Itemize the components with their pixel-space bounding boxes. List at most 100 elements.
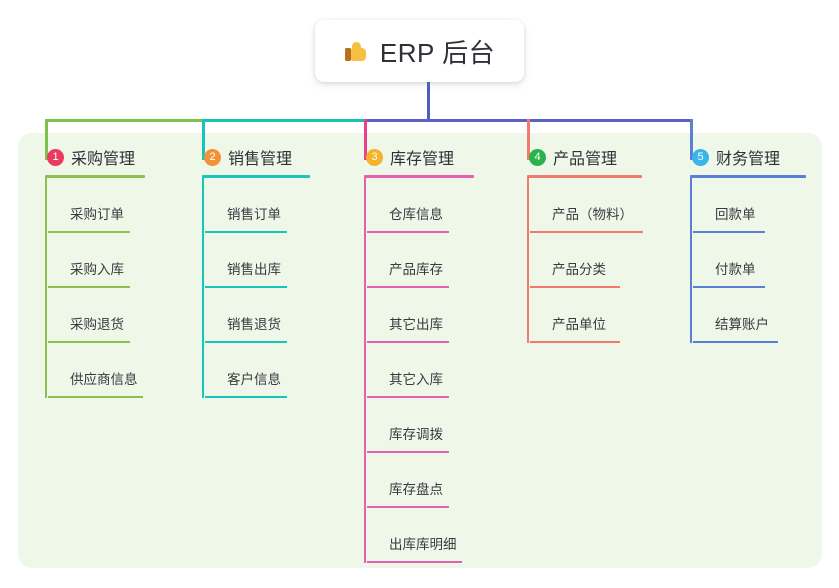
leaf-label: 销售出库: [227, 262, 281, 277]
leaf-item[interactable]: 供应商信息: [48, 343, 145, 398]
leaf-item[interactable]: 产品（物料）: [530, 178, 643, 233]
leaf-label: 其它入库: [389, 372, 443, 387]
leaf-label: 回款单: [715, 207, 756, 222]
leaf-label: 销售退货: [227, 317, 281, 332]
leaf-rule: [205, 231, 287, 233]
leaf-item[interactable]: 产品单位: [530, 288, 642, 343]
leaf-spine-3: [364, 178, 366, 563]
leaf-label: 采购订单: [70, 207, 124, 222]
branch-badge-4: 4: [529, 148, 546, 166]
leaf-item[interactable]: 销售退货: [205, 288, 310, 343]
leaf-label: 采购退货: [70, 317, 124, 332]
leaf-item[interactable]: 产品分类: [530, 233, 642, 288]
trunk-segment-teal: [202, 119, 366, 122]
branch-badge-1: 1: [47, 148, 64, 166]
leaf-label: 库存盘点: [389, 482, 443, 497]
branch-header-4[interactable]: 4 产品管理: [527, 146, 642, 168]
leaf-rule: [530, 231, 643, 233]
branch-badge-2: 2: [204, 148, 221, 166]
leaf-item[interactable]: 仓库信息: [367, 178, 474, 233]
leaf-item[interactable]: 产品库存: [367, 233, 474, 288]
branch-label-1: 采购管理: [71, 151, 136, 168]
leaf-spine-5: [690, 178, 692, 343]
branch-drop-4: [527, 119, 530, 160]
leaf-item[interactable]: 库存调拨: [367, 398, 474, 453]
branch-column-2: 2 销售管理销售订单销售出库销售退货客户信息: [202, 146, 310, 398]
leaf-label: 结算账户: [715, 317, 769, 332]
branch-label-4: 产品管理: [553, 151, 618, 168]
leaf-list-5: 回款单付款单结算账户: [690, 178, 806, 343]
leaf-rule: [693, 341, 778, 343]
branch-drop-5: [690, 119, 693, 160]
branch-column-3: 3 库存管理仓库信息产品库存其它出库其它入库库存调拨库存盘点出库库明细: [364, 146, 474, 563]
trunk-segment-green: [45, 119, 204, 122]
leaf-rule: [205, 286, 287, 288]
leaf-label: 产品单位: [552, 317, 606, 332]
leaf-rule: [367, 341, 449, 343]
leaf-label: 客户信息: [227, 372, 281, 387]
root-node[interactable]: ERP 后台: [315, 20, 524, 82]
leaf-item[interactable]: 采购退货: [48, 288, 145, 343]
branch-label-5: 财务管理: [716, 151, 781, 168]
leaf-rule: [530, 286, 620, 288]
leaf-rule: [367, 396, 449, 398]
leaf-label: 出库库明细: [389, 537, 457, 552]
branch-rule-4: [527, 175, 642, 178]
leaf-label: 产品库存: [389, 262, 443, 277]
leaf-rule: [693, 286, 765, 288]
leaf-item[interactable]: 采购订单: [48, 178, 145, 233]
leaf-rule: [367, 561, 462, 563]
branch-badge-3: 3: [366, 148, 383, 166]
leaf-label: 库存调拨: [389, 427, 443, 442]
leaf-item[interactable]: 付款单: [693, 233, 806, 288]
leaf-rule: [48, 231, 130, 233]
thumbs-up-icon: [344, 38, 370, 64]
branch-column-1: 1 采购管理采购订单采购入库采购退货供应商信息: [45, 146, 145, 398]
leaf-rule: [48, 286, 130, 288]
leaf-list-3: 仓库信息产品库存其它出库其它入库库存调拨库存盘点出库库明细: [364, 178, 474, 563]
branch-label-3: 库存管理: [390, 151, 455, 168]
leaf-item[interactable]: 其它出库: [367, 288, 474, 343]
branch-rule-2: [202, 175, 310, 178]
branch-rule-3: [364, 175, 474, 178]
leaf-item[interactable]: 回款单: [693, 178, 806, 233]
leaf-list-2: 销售订单销售出库销售退货客户信息: [202, 178, 310, 398]
leaf-item[interactable]: 采购入库: [48, 233, 145, 288]
branch-drop-3: [364, 119, 367, 160]
leaf-rule: [48, 396, 143, 398]
branch-column-5: 5 财务管理回款单付款单结算账户: [690, 146, 806, 343]
branch-header-3[interactable]: 3 库存管理: [364, 146, 474, 168]
leaf-item[interactable]: 销售订单: [205, 178, 310, 233]
leaf-label: 产品分类: [552, 262, 606, 277]
leaf-rule: [367, 506, 449, 508]
branch-header-1[interactable]: 1 采购管理: [45, 146, 145, 168]
leaf-label: 供应商信息: [70, 372, 138, 387]
leaf-item[interactable]: 结算账户: [693, 288, 806, 343]
leaf-label: 仓库信息: [389, 207, 443, 222]
leaf-rule: [205, 396, 287, 398]
branch-label-2: 销售管理: [228, 151, 293, 168]
leaf-spine-1: [45, 178, 47, 398]
branch-rule-5: [690, 175, 806, 178]
branches-panel: [18, 133, 822, 568]
leaf-spine-4: [527, 178, 529, 343]
branch-header-2[interactable]: 2 销售管理: [202, 146, 310, 168]
leaf-label: 产品（物料）: [552, 207, 633, 222]
leaf-rule: [367, 451, 449, 453]
leaf-item[interactable]: 出库库明细: [367, 508, 474, 563]
leaf-item[interactable]: 库存盘点: [367, 453, 474, 508]
leaf-item[interactable]: 销售出库: [205, 233, 310, 288]
branch-drop-1: [45, 119, 48, 160]
branch-drop-2: [202, 119, 205, 160]
branch-rule-1: [45, 175, 145, 178]
leaf-spine-2: [202, 178, 204, 398]
branch-header-5[interactable]: 5 财务管理: [690, 146, 806, 168]
branch-column-4: 4 产品管理产品（物料） 产品分类产品单位: [527, 146, 643, 343]
leaf-rule: [367, 231, 449, 233]
leaf-rule: [205, 341, 287, 343]
leaf-item[interactable]: 其它入库: [367, 343, 474, 398]
branch-badge-5: 5: [692, 148, 709, 166]
leaf-item[interactable]: 客户信息: [205, 343, 310, 398]
root-title: ERP 后台: [379, 37, 496, 68]
leaf-label: 销售订单: [227, 207, 281, 222]
